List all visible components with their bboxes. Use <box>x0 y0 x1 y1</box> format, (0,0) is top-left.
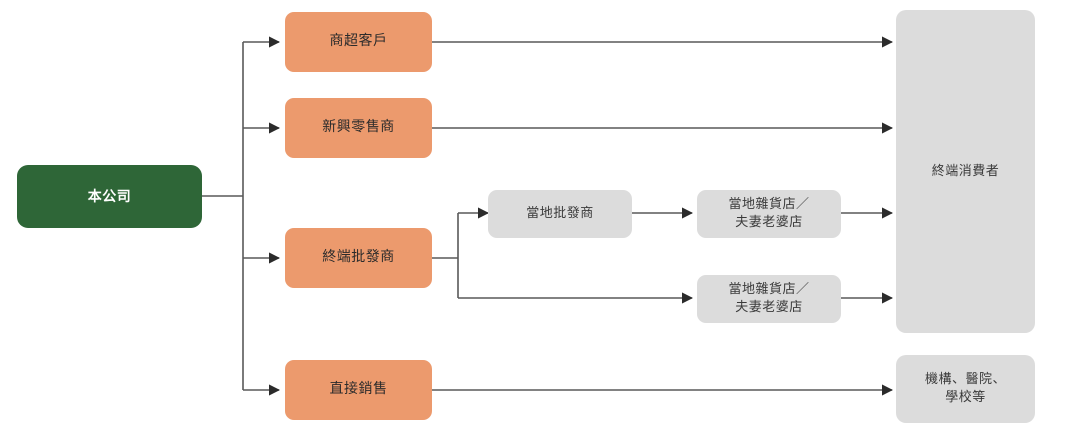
node-channel-terminal-wholesaler[interactable]: 終端批發商 <box>285 228 432 288</box>
node-company[interactable]: 本公司 <box>17 165 202 228</box>
node-channel-direct-sales[interactable]: 直接銷售 <box>285 360 432 420</box>
node-retail-shop-2[interactable]: 當地雜貨店／ 夫妻老婆店 <box>697 275 841 323</box>
node-channel-emerging-retail[interactable]: 新興零售商 <box>285 98 432 158</box>
node-retail-shop-1[interactable]: 當地雜貨店／ 夫妻老婆店 <box>697 190 841 238</box>
node-end-consumer[interactable]: 終端消費者 <box>896 10 1035 333</box>
node-institutions[interactable]: 機構、醫院、 學校等 <box>896 355 1035 423</box>
node-local-wholesaler[interactable]: 當地批發商 <box>488 190 632 238</box>
node-channel-modern-trade[interactable]: 商超客戶 <box>285 12 432 72</box>
